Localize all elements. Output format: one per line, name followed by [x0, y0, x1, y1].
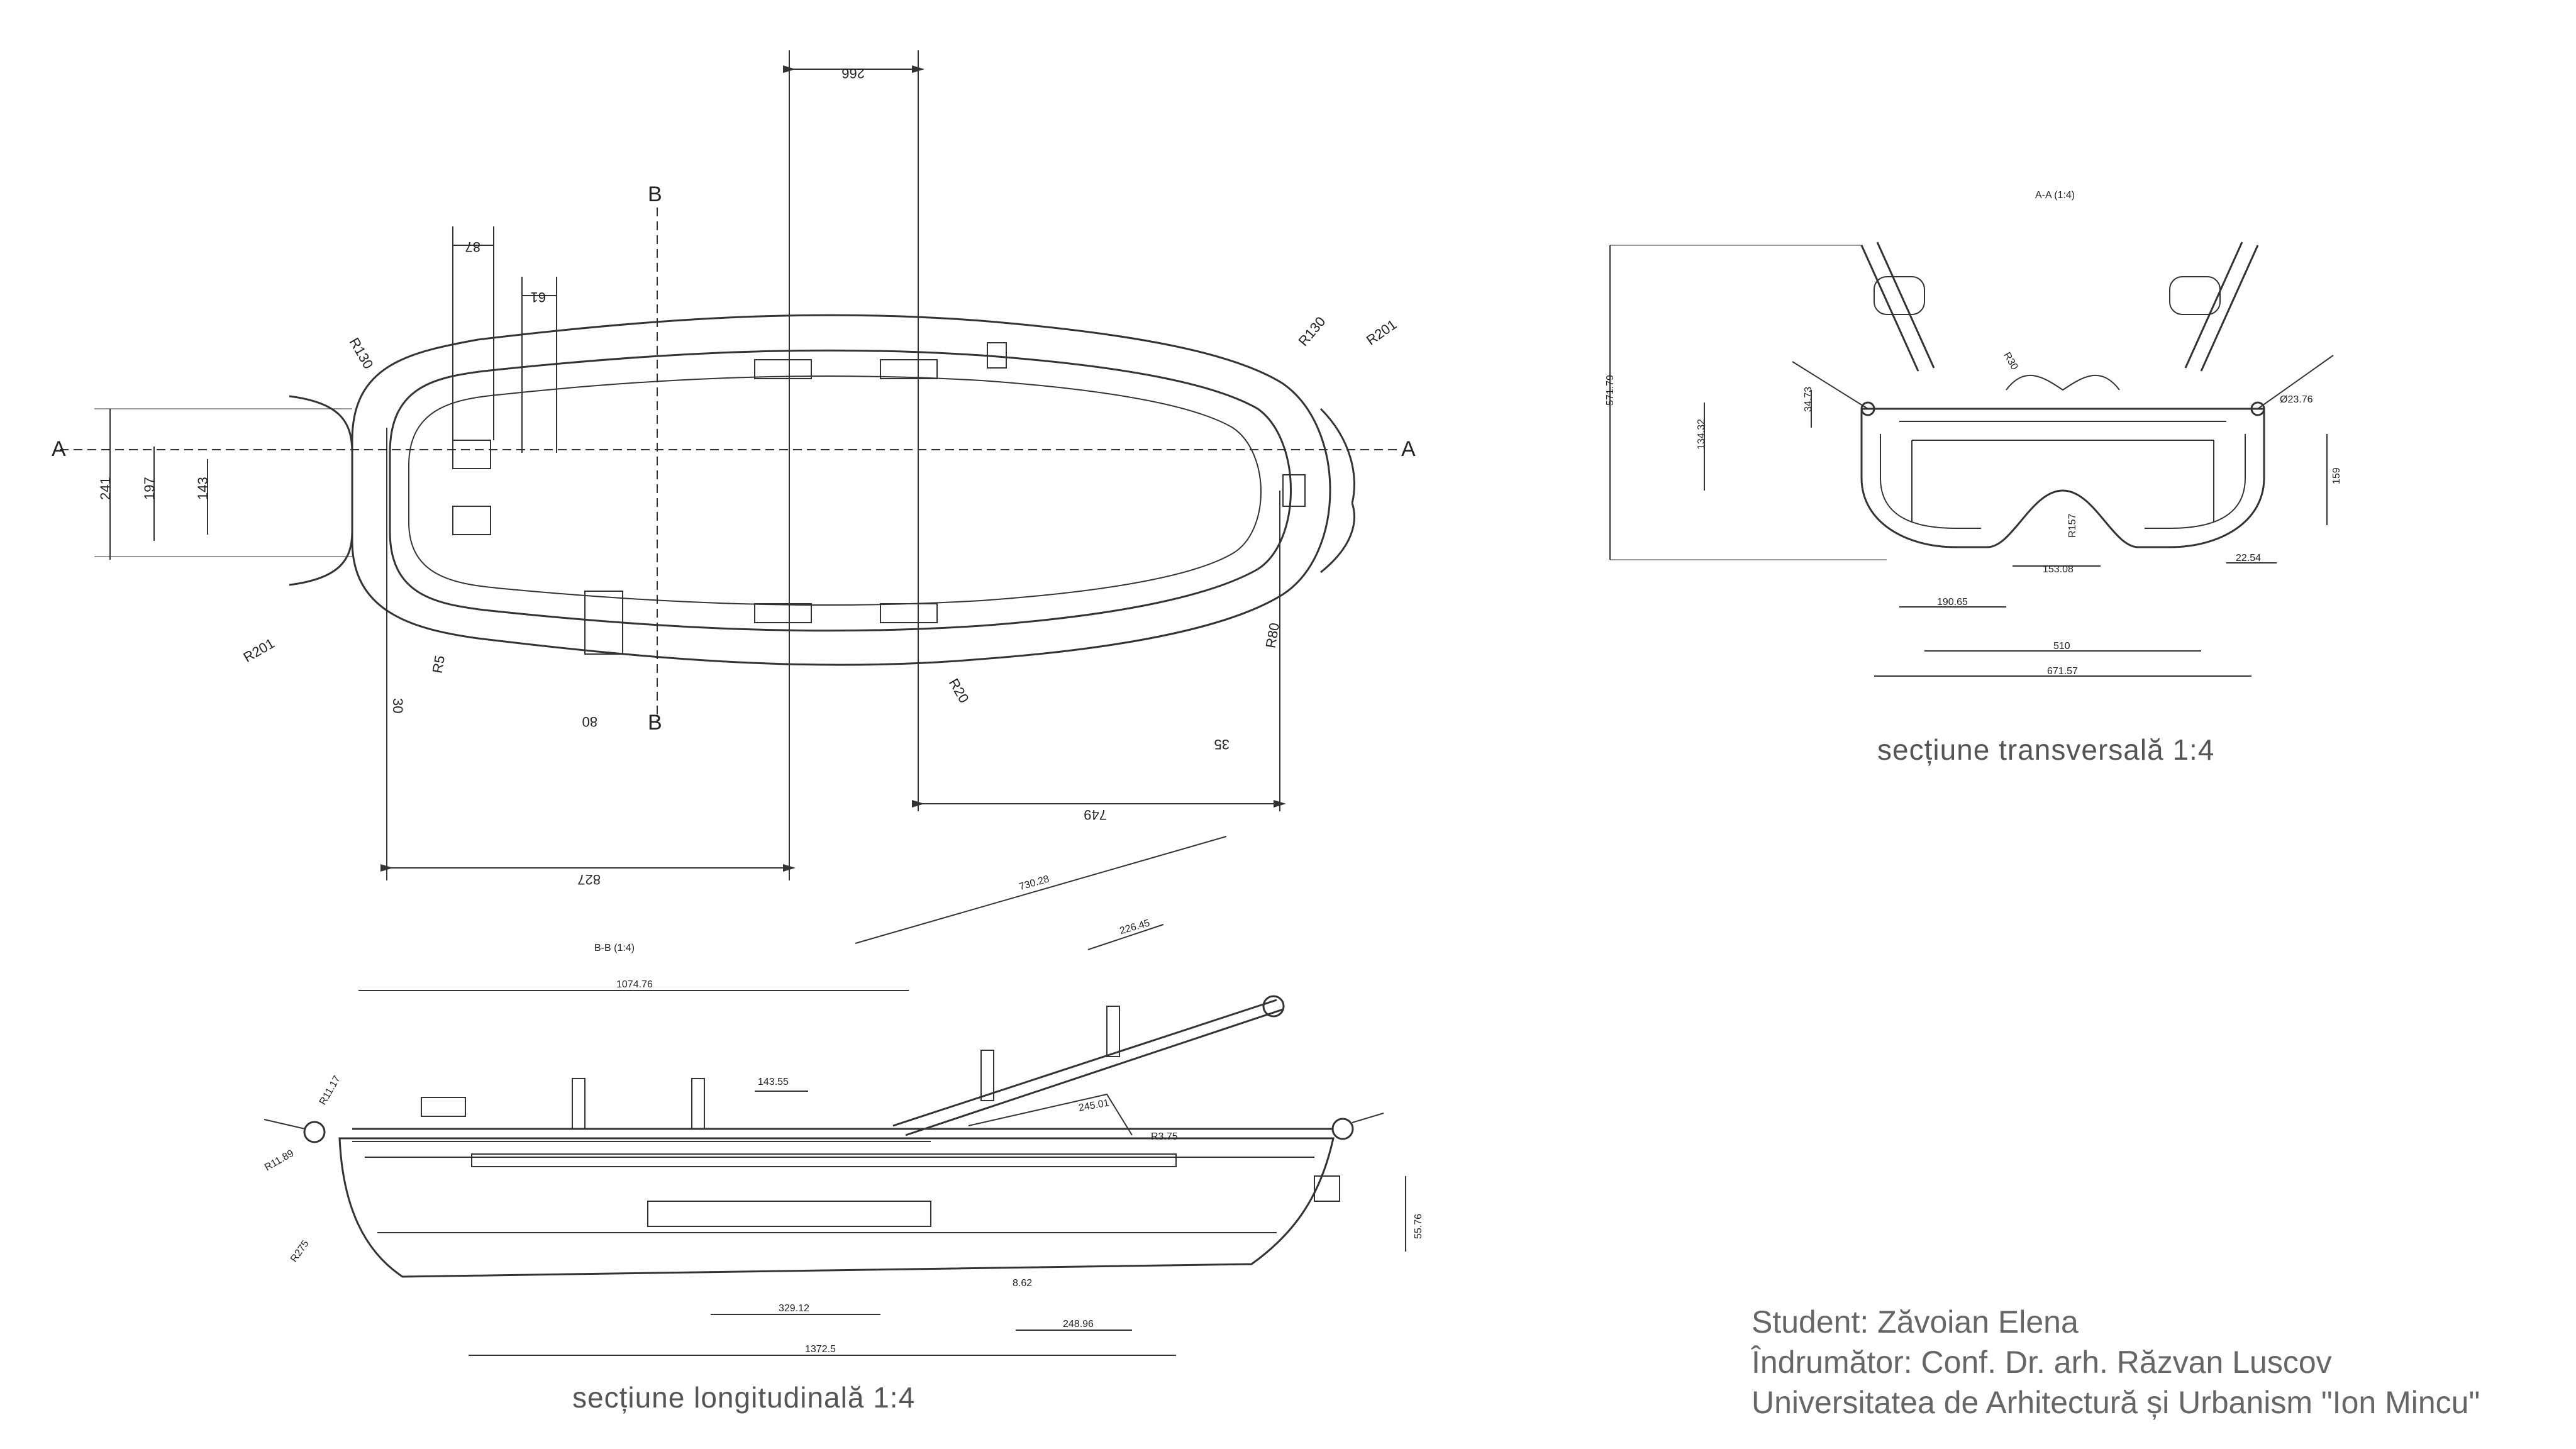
plan-dim-15: R5 — [430, 654, 448, 674]
longitudinal-dim-13: 1372.5 — [805, 1344, 836, 1355]
plan-dim-10: 35 — [1214, 736, 1230, 752]
plan-view — [60, 50, 1399, 880]
transverse-labels: A-A (1:4) 571.79 134.32 34.73 159 R30 Ø2… — [1605, 190, 2342, 766]
transverse-dim-8: 190.65 — [1937, 597, 1968, 608]
plan-dim-7: 80 — [582, 714, 597, 730]
seat-block-1 — [452, 440, 491, 469]
deck-outline — [408, 375, 1262, 606]
plan-dim-13: R130 — [347, 335, 377, 372]
credits-university: Universitatea de Arhitectură și Urbanism… — [1752, 1385, 2480, 1420]
plan-dim-12: R201 — [1363, 316, 1399, 348]
plan-dim-6: 30 — [390, 698, 406, 713]
longitudinal-dim-6: R275 — [289, 1238, 311, 1264]
longitudinal-dim-5: R11.89 — [263, 1148, 296, 1173]
plan-labels: A A B B 266 87 61 241 197 143 30 80 827 … — [52, 65, 1416, 887]
longitudinal-dim-2: 1074.76 — [616, 979, 653, 990]
transverse-dim-1: 134.32 — [1696, 419, 1707, 450]
section-mark-b-top: B — [648, 182, 662, 206]
bow-handle — [289, 395, 353, 586]
credits-advisor: Îndrumător: Conf. Dr. arh. Răzvan Luscov — [1752, 1345, 2332, 1380]
longitudinal-dim-8: R3.75 — [1151, 1131, 1178, 1142]
longitudinal-title: B-B (1:4) — [594, 943, 635, 953]
seat-back-right — [2184, 242, 2259, 372]
longitudinal-dim-9: 55.76 — [1413, 1214, 1424, 1239]
plan-dim-8: 827 — [577, 872, 601, 887]
longitudinal-labels: B-B (1:4) 730.28 226.45 1074.76 143.55 R… — [263, 874, 1424, 1414]
longitudinal-dim-4: R11.17 — [318, 1074, 343, 1107]
transverse-dim-0: 571.79 — [1605, 375, 1616, 406]
longitudinal-section — [264, 836, 1406, 1356]
longitudinal-dim-12: 248.96 — [1063, 1319, 1094, 1330]
longitudinal-dim-3: 143.55 — [758, 1077, 789, 1087]
plan-dim-14: R201 — [241, 635, 277, 665]
transverse-dim-9: 22.54 — [2236, 553, 2261, 564]
plan-dim-9: 749 — [1084, 807, 1107, 823]
stern-handle — [1319, 408, 1355, 574]
plan-dim-5: 143 — [195, 477, 211, 500]
longitudinal-dim-10: 329.12 — [779, 1303, 809, 1314]
transverse-caption: secțiune transversală 1:4 — [1877, 733, 2214, 766]
plan-dim-1: 87 — [465, 239, 480, 255]
plan-dim-3: 241 — [97, 477, 113, 500]
transverse-section — [1609, 242, 2334, 677]
credits-student: Student: Zăvoian Elena — [1752, 1304, 2079, 1340]
transverse-dim-5: Ø23.76 — [2280, 394, 2313, 405]
section-mark-b-bottom: B — [648, 711, 662, 735]
transverse-dim-3: 159 — [2331, 467, 2342, 484]
section-mark-a-right: A — [1401, 437, 1416, 461]
hull-outline-outer — [351, 314, 1331, 666]
seat-block-2 — [452, 506, 491, 535]
plan-dim-0: 266 — [841, 65, 865, 81]
transverse-inner — [1880, 434, 2246, 529]
transverse-dim-10: 510 — [2053, 641, 2070, 652]
longitudinal-caption: secțiune longitudinală 1:4 — [572, 1381, 915, 1414]
transverse-dim-2: 34.73 — [1803, 387, 1814, 412]
transverse-dim-7: 153.08 — [2043, 564, 2074, 575]
stern-fitting — [1282, 474, 1306, 507]
seat-back-left — [1860, 242, 1935, 372]
section-mark-a-left: A — [52, 437, 66, 461]
plan-dim-2: 61 — [531, 289, 546, 305]
transverse-dim-11: 671.57 — [2047, 666, 2078, 677]
longitudinal-dim-0: 730.28 — [1018, 874, 1051, 892]
transverse-hull — [1860, 408, 2265, 548]
longitudinal-hull — [338, 1137, 1335, 1278]
reclining-backrest — [892, 999, 1284, 1136]
transverse-title: A-A (1:4) — [2035, 190, 2075, 201]
longitudinal-dim-11: 8.62 — [1013, 1278, 1032, 1289]
hull-outline-inner — [389, 349, 1292, 632]
credits-block: Student: Zăvoian Elena Îndrumător: Conf.… — [1752, 1302, 2480, 1423]
rail-fittings — [584, 342, 1007, 655]
plan-dim-16: R20 — [946, 676, 972, 706]
plan-dim-11: R130 — [1295, 314, 1328, 349]
plan-dim-4: 197 — [142, 477, 157, 500]
transverse-dim-6: R157 — [2067, 514, 2078, 538]
transverse-dim-4: R30 — [2001, 350, 2019, 372]
